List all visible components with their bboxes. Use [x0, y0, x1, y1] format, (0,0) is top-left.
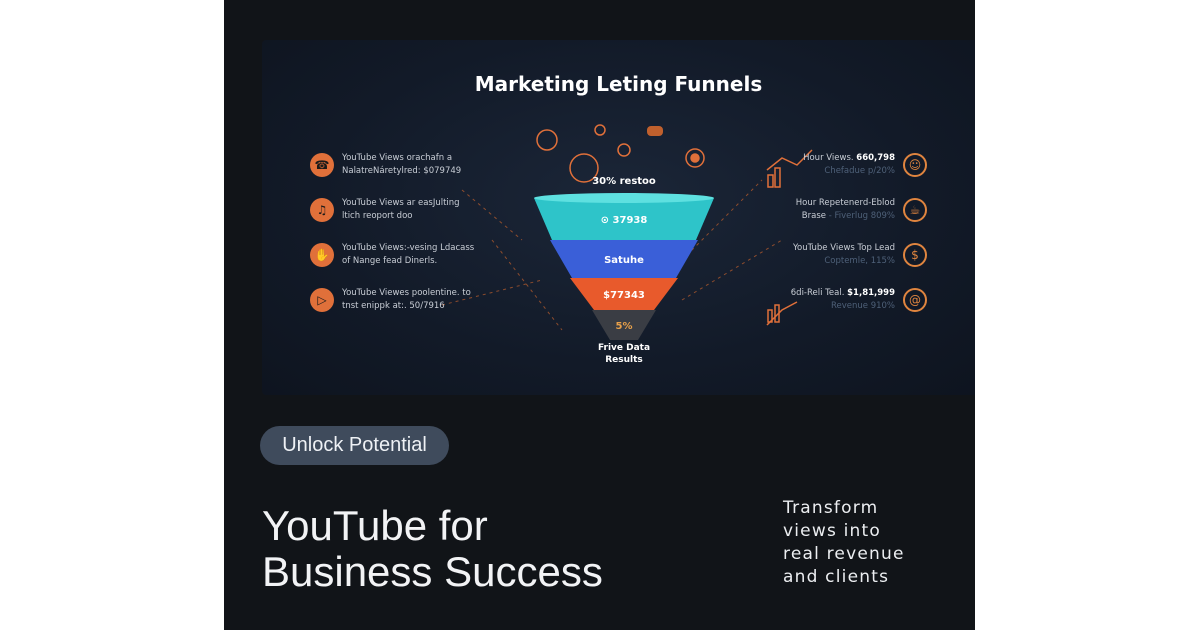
funnel-stage — [534, 198, 714, 240]
page-title: YouTube for Business Success — [262, 503, 603, 595]
funnel-stage-label: 5% — [616, 321, 633, 332]
funnel-bottom-label-1: Frive Data — [598, 343, 650, 353]
unlock-potential-badge: Unlock Potential — [260, 426, 449, 465]
tagline: Transform views into real revenue and cl… — [783, 497, 905, 589]
at-icon: @ — [903, 288, 927, 312]
hero-title: Marketing Leting Funnels — [474, 72, 763, 96]
funnel-stage — [592, 310, 656, 340]
funnel-rim — [534, 193, 714, 203]
funnel-stage — [570, 278, 678, 310]
mug-icon: ☕ — [903, 198, 927, 222]
funnel-stage — [550, 240, 698, 278]
headphones-icon: ♫ — [310, 198, 334, 222]
funnel-stage-label: Satuhe — [604, 255, 644, 266]
title-line-2: Business Success — [262, 548, 603, 595]
funnel-bottom-label-2: Results — [605, 355, 643, 365]
person-icon: ☺ — [903, 153, 927, 177]
title-line-1: YouTube for — [262, 502, 488, 549]
tagline-line: real revenue — [783, 544, 905, 564]
tagline-line: Transform — [783, 498, 879, 518]
funnel-stage-label: ⊙ 37938 — [601, 215, 648, 226]
play-icon: ▷ — [310, 288, 334, 312]
tagline-line: and clients — [783, 567, 890, 587]
funnel-top-label: 30% restoo — [592, 176, 656, 187]
handshake-icon: ✋ — [310, 243, 334, 267]
phone-icon: ☎ — [310, 153, 334, 177]
tagline-line: views into — [783, 521, 881, 541]
dollar-icon: $ — [903, 243, 927, 267]
funnel-stage-label: $77343 — [603, 290, 645, 301]
